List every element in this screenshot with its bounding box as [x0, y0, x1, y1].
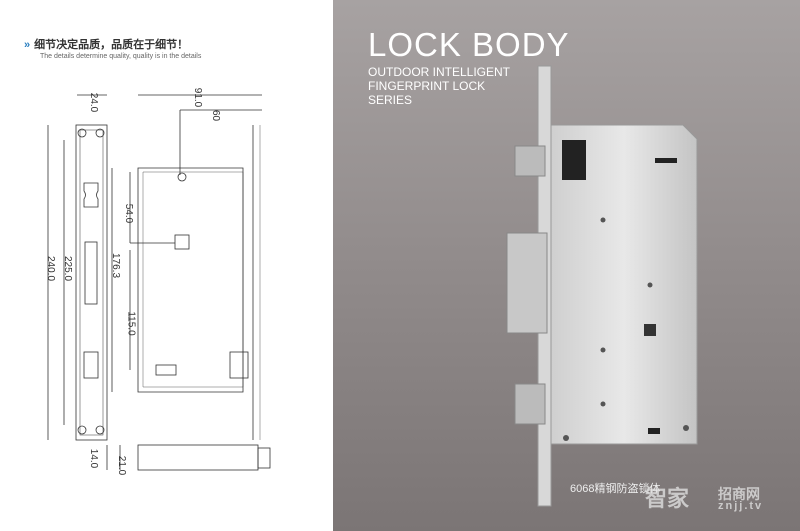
- lock-drawing: [47, 94, 271, 471]
- header-title-text: 细节决定品质，品质在于细节！: [34, 39, 189, 51]
- subtitle-line: SERIES: [368, 93, 413, 107]
- subtitle-line: OUTDOOR INTELLIGENT: [368, 65, 511, 79]
- subtitle-line: FINGERPRINT LOCK: [368, 79, 486, 93]
- watermark-logo-2: 招商网: [718, 486, 760, 502]
- watermark-logo: 智家: [645, 486, 690, 511]
- header-subtitle: The details determine quality, quality i…: [40, 53, 202, 60]
- header-title: »细节决定品质，品质在于细节！: [24, 36, 188, 52]
- product-title: LOCK BODY: [368, 26, 570, 63]
- technical-drawing-panel: »细节决定品质，品质在于细节！ The details determine qu…: [0, 0, 333, 531]
- product-caption: 6068精钢防盗锁体: [570, 483, 661, 495]
- watermark-domain: znjj.tv: [718, 500, 764, 512]
- product-subtitle: OUTDOOR INTELLIGENT FINGERPRINT LOCK SER…: [368, 65, 568, 107]
- double-chevron-icon: »: [24, 39, 31, 51]
